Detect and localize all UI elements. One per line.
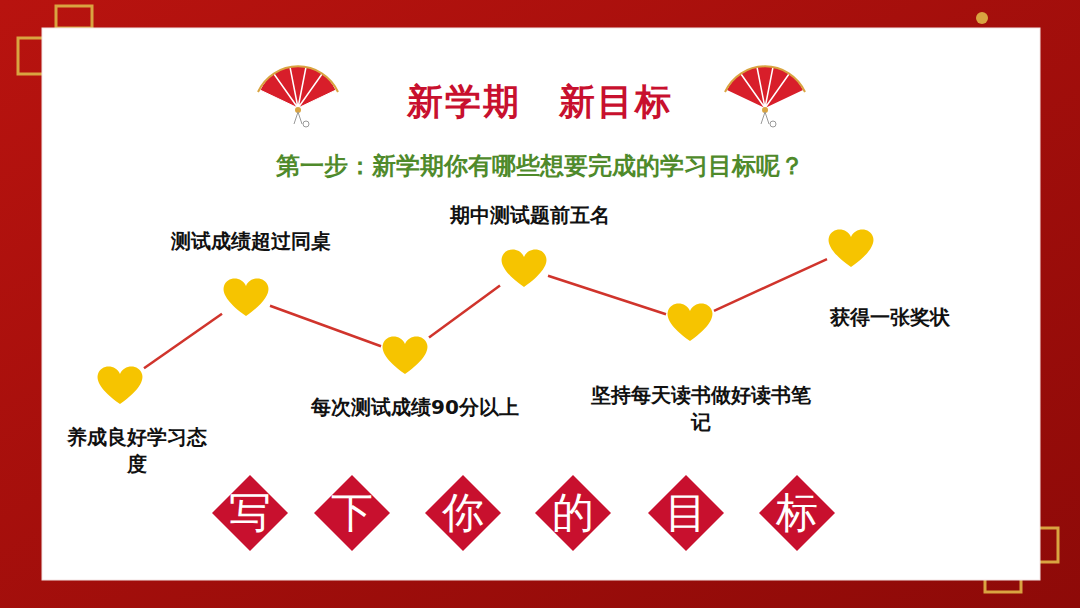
heart-marker: 测试成绩超过同桌 [222, 276, 270, 318]
heart-shape [500, 247, 548, 289]
character-diamond: 目 [646, 473, 726, 553]
path-line [714, 259, 827, 311]
heart-shape [222, 276, 270, 318]
heart-marker: 期中测试题前五名 [500, 247, 548, 289]
heart-shape [96, 364, 144, 406]
heart-marker: 获得一张奖状 [827, 227, 875, 269]
goal-label: 坚持每天读书做好读书笔记 [588, 382, 813, 436]
path-line [144, 314, 222, 368]
goal-label: 养成良好学习态度 [62, 424, 212, 478]
heart-marker: 养成良好学习态度 [96, 364, 144, 406]
path-line [429, 286, 500, 338]
diamond-character: 目 [646, 473, 726, 553]
character-diamond: 下 [312, 473, 392, 553]
goal-label: 期中测试题前五名 [420, 202, 640, 229]
character-diamond: 的 [533, 473, 613, 553]
heart-marker: 坚持每天读书做好读书笔记 [666, 301, 714, 343]
heart-shape [381, 334, 429, 376]
heart-shape [827, 227, 875, 269]
diamond-character: 的 [533, 473, 613, 553]
fan-left [258, 66, 338, 127]
diamond-character: 写 [210, 473, 290, 553]
character-diamond: 标 [757, 473, 837, 553]
diamond-character: 你 [423, 473, 503, 553]
fan-right [725, 66, 805, 127]
goal-label: 测试成绩超过同桌 [140, 228, 362, 255]
goal-label: 每次测试成绩90分以上 [300, 394, 530, 421]
diamond-character: 标 [757, 473, 837, 553]
path-line [270, 306, 381, 346]
character-diamond: 你 [423, 473, 503, 553]
path-line [548, 276, 666, 314]
goal-label: 获得一张奖状 [800, 304, 980, 331]
character-diamond: 写 [210, 473, 290, 553]
heart-marker: 每次测试成绩90分以上 [381, 334, 429, 376]
title: 新学期 新目标 [340, 78, 740, 127]
heart-shape [666, 301, 714, 343]
subtitle: 第一步：新学期你有哪些想要完成的学习目标呢？ [110, 150, 970, 182]
diamond-character: 下 [312, 473, 392, 553]
